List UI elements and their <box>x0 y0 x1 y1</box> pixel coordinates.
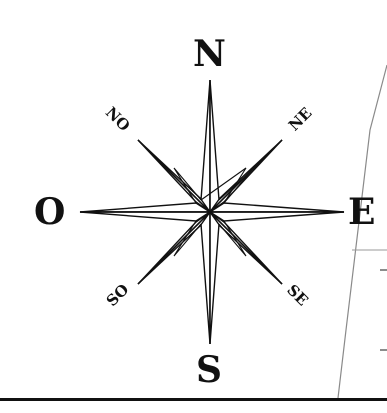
bottom-border-line <box>0 398 387 401</box>
south-label: S <box>196 352 222 388</box>
east-label: E <box>348 194 375 230</box>
north-label: N <box>193 36 226 72</box>
west-label: O <box>34 194 65 230</box>
